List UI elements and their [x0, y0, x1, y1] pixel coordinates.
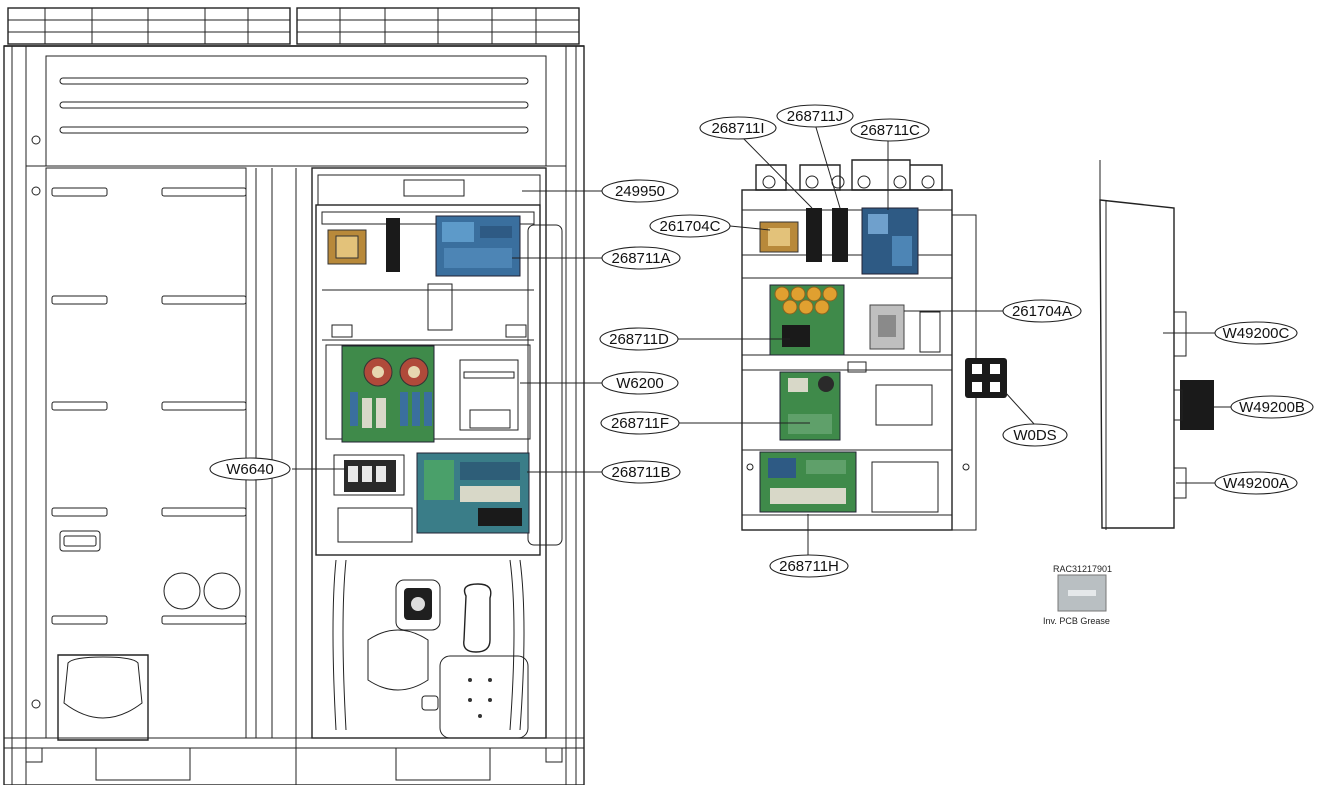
- callout-W6200: W6200: [601, 371, 679, 395]
- callout-261704A: 261704A: [1002, 299, 1082, 323]
- outdoor-unit-front-view: [3, 7, 585, 785]
- callout-268711I: 268711I: [699, 116, 777, 140]
- callout-W49200B: W49200B: [1230, 395, 1314, 419]
- callout-W49200A: W49200A: [1214, 471, 1298, 495]
- callout-W0DS: W0DS: [1002, 423, 1068, 447]
- cabinet-frame: [3, 45, 585, 785]
- grease-caption: Inv. PCB Grease: [1043, 616, 1110, 626]
- callout-label: 268711B: [612, 464, 671, 481]
- reactor-block: [386, 218, 400, 272]
- callout-268711H: 268711H: [769, 554, 849, 578]
- fan-grille-right: [296, 7, 580, 45]
- callout-label: W6200: [616, 375, 664, 392]
- callout-268711C: 268711C: [850, 118, 930, 142]
- grease-part-number: RAC31217901: [1053, 564, 1112, 574]
- callout-268711B: 268711B: [601, 460, 681, 484]
- callout-249950: 249950: [601, 179, 679, 203]
- callout-label: 268711C: [860, 122, 920, 139]
- leader-lines: [292, 123, 1234, 556]
- left-panel-slots: [51, 187, 247, 625]
- callout-label: W49200B: [1239, 399, 1305, 416]
- callout-268711D: 268711D: [599, 327, 679, 351]
- grease-item: RAC31217901 Inv. PCB Grease: [1043, 564, 1112, 626]
- callout-label: 268711I: [711, 120, 764, 137]
- callout-label: 261704C: [660, 218, 721, 235]
- callout-W6640: W6640: [209, 457, 291, 481]
- callout-268711F: 268711F: [600, 411, 680, 435]
- callout-268711A: 268711A: [601, 246, 681, 270]
- callout-label: 268711F: [611, 415, 669, 432]
- control-box-detail: [741, 159, 1007, 531]
- callout-W49200C: W49200C: [1214, 321, 1298, 345]
- callout-label: W0DS: [1013, 427, 1056, 444]
- callout-268711J: 268711J: [776, 104, 854, 128]
- callout-label: 268711D: [609, 331, 669, 348]
- callout-label: W6640: [226, 461, 274, 478]
- callout-label: 268711A: [612, 250, 671, 267]
- callout-label: W49200A: [1223, 475, 1289, 492]
- side-panel-detail: [1099, 160, 1214, 530]
- fan-grille-left: [7, 7, 291, 45]
- callout-261704C: 261704C: [649, 214, 731, 238]
- callout-label: 268711J: [787, 108, 843, 125]
- callout-label: 268711H: [779, 558, 839, 575]
- callout-label: 249950: [615, 183, 665, 200]
- callout-label: W49200C: [1223, 325, 1290, 342]
- side-sensor-block: [1180, 380, 1214, 430]
- diode-module: [965, 358, 1007, 398]
- callout-label: 261704A: [1012, 303, 1072, 320]
